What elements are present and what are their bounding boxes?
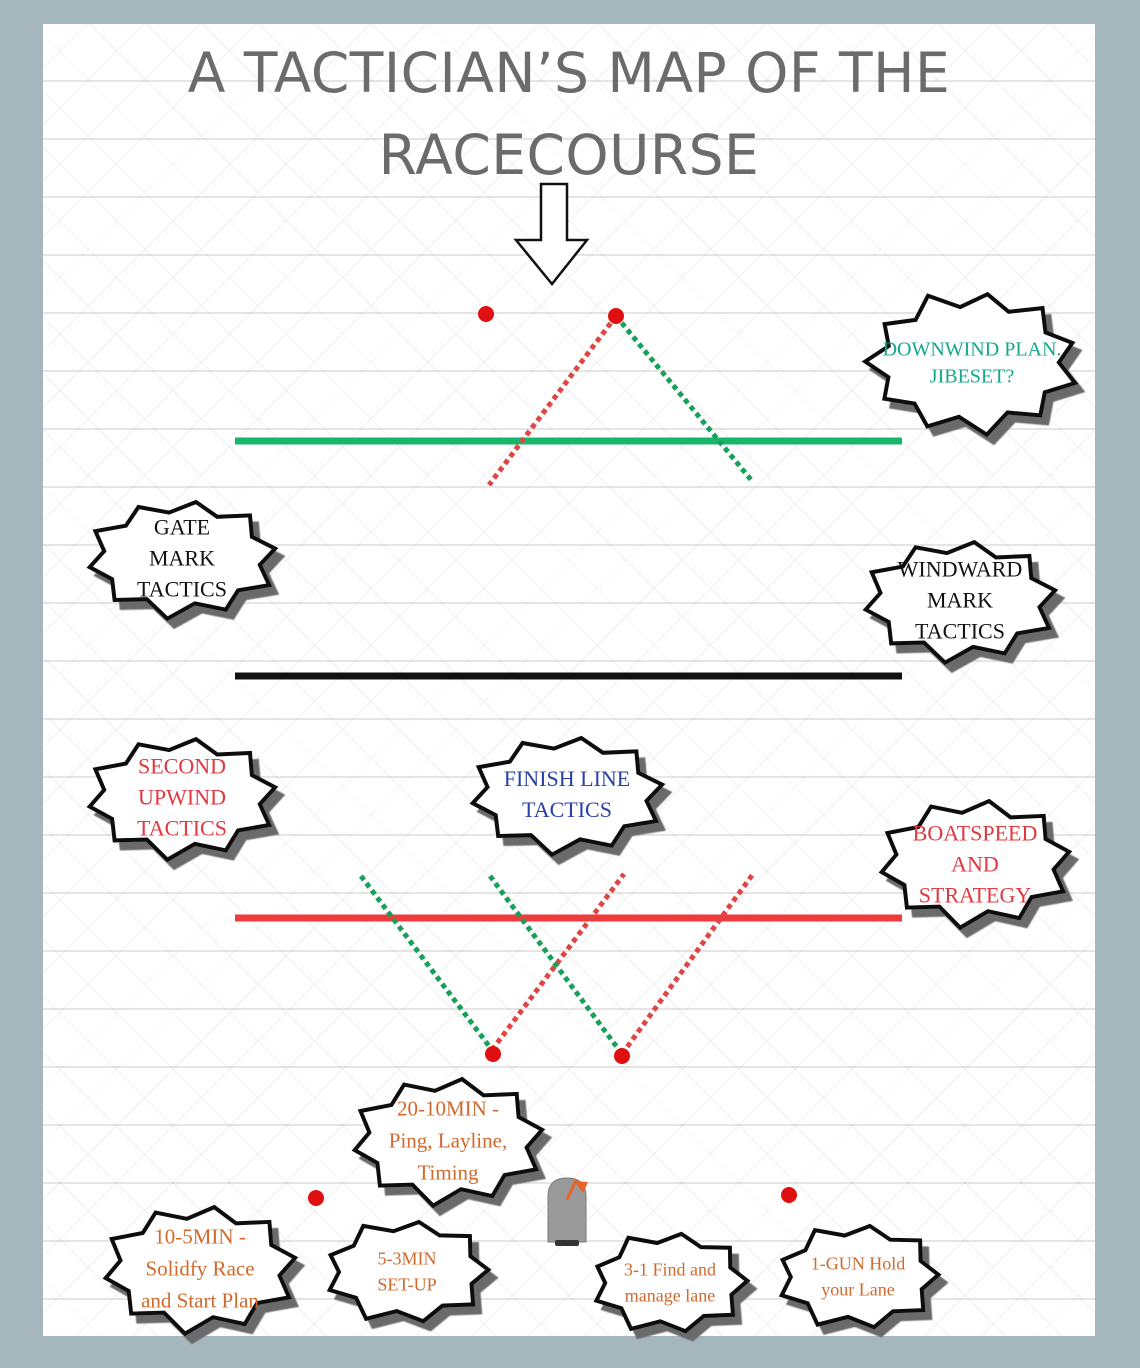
- mark-buoy-icon: [308, 1190, 324, 1206]
- layline-red-top: [487, 314, 618, 487]
- title-line-1: A TACTICIAN’S MAP OF THE: [187, 41, 951, 105]
- down-arrow-icon: [513, 182, 590, 286]
- callout-boatspeed: BOATSPEED AND STRATEGY: [878, 798, 1073, 931]
- callout-text-line: and Start Plan: [141, 1288, 259, 1312]
- callout-text-line: TACTICS: [137, 816, 227, 841]
- callout-t1-gun: 1-GUN Hold your Lane: [778, 1223, 942, 1330]
- mark-buoy-icon: [781, 1187, 797, 1203]
- callout-text-line: SECOND: [138, 754, 226, 779]
- callout-t10-5: 10-5MIN - Solidfy Race and Start Plan: [102, 1204, 299, 1337]
- title-line-2: RACECOURSE: [378, 123, 760, 187]
- callout-text-line: your Lane: [821, 1279, 894, 1299]
- callout-burst-shape: [593, 1231, 751, 1334]
- callout-downwind: DOWNWIND PLAN. JIBESET?: [861, 291, 1079, 438]
- mark-buoy-icon: [614, 1048, 630, 1064]
- callout-text-line: manage lane: [625, 1285, 715, 1305]
- callout-t20-10: 20-10MIN - Ping, Layline, Timing: [351, 1076, 546, 1209]
- callout-burst-shape: [878, 798, 1073, 931]
- callout-text-line: TACTICS: [915, 619, 1005, 644]
- callout-text-line: AND: [951, 852, 999, 877]
- callout-burst-shape: [102, 1204, 299, 1337]
- layline-red-2: [619, 872, 756, 1056]
- layline-red-1: [490, 872, 626, 1052]
- callout-text-line: UPWIND: [138, 785, 226, 810]
- layline-green-top: [614, 314, 754, 483]
- callout-text-line: 5-3MIN: [378, 1248, 437, 1268]
- committee-boat-icon: [547, 1177, 588, 1246]
- callout-burst-shape: [326, 1219, 492, 1324]
- callout-finish: FINISH LINE TACTICS: [469, 735, 666, 858]
- callout-text-line: Ping, Layline,: [389, 1128, 507, 1152]
- callout-text-line: GATE: [154, 515, 210, 540]
- callout-text-line: WINDWARD: [898, 557, 1023, 582]
- callout-t5-3: 5-3MIN SET-UP: [326, 1219, 492, 1324]
- callout-text-line: Timing: [417, 1160, 479, 1184]
- callout-gate: GATE MARK TACTICS: [86, 499, 279, 622]
- callout-text-line: Solidfy Race: [145, 1256, 254, 1280]
- callout-text-line: TACTICS: [137, 577, 227, 602]
- callout-burst-shape: [861, 291, 1079, 438]
- callout-text-line: TACTICS: [522, 797, 612, 822]
- layline-green-2: [487, 874, 625, 1056]
- mark-buoy-icon: [485, 1046, 501, 1062]
- callout-t3-1: 3-1 Find and manage lane: [593, 1231, 751, 1334]
- callout-windward: WINDWARD MARK TACTICS: [862, 539, 1059, 666]
- callout-burst-shape: [86, 499, 279, 622]
- callout-text-line: BOATSPEED: [913, 821, 1038, 846]
- callout-text-line: MARK: [149, 546, 215, 571]
- mark-buoy-icon: [608, 308, 624, 324]
- callout-text-line: 3-1 Find and: [624, 1259, 716, 1279]
- mark-buoy-icon: [478, 306, 494, 322]
- callout-burst-shape: [778, 1223, 942, 1330]
- callout-text-line: DOWNWIND PLAN.: [883, 339, 1062, 361]
- callout-text-line: FINISH LINE: [504, 766, 631, 791]
- callout-burst-shape: [862, 539, 1059, 666]
- callout-text-line: STRATEGY: [919, 883, 1032, 908]
- callout-text-line: SET-UP: [377, 1274, 436, 1294]
- callout-text-line: 10-5MIN -: [154, 1224, 246, 1248]
- callout-burst-shape: [86, 736, 279, 863]
- callout-text-line: JIBESET?: [930, 366, 1015, 388]
- layline-green-1: [359, 874, 494, 1052]
- callout-text-line: 1-GUN Hold: [811, 1253, 906, 1273]
- callout-text-line: 20-10MIN -: [397, 1096, 499, 1120]
- callout-burst-shape: [469, 735, 666, 858]
- callout-second-upwind: SECOND UPWIND TACTICS: [86, 736, 279, 863]
- page-title: A TACTICIAN’S MAP OF THE RACECOURSE: [43, 32, 1095, 196]
- callout-text-line: MARK: [927, 588, 993, 613]
- callout-burst-shape: [351, 1076, 546, 1209]
